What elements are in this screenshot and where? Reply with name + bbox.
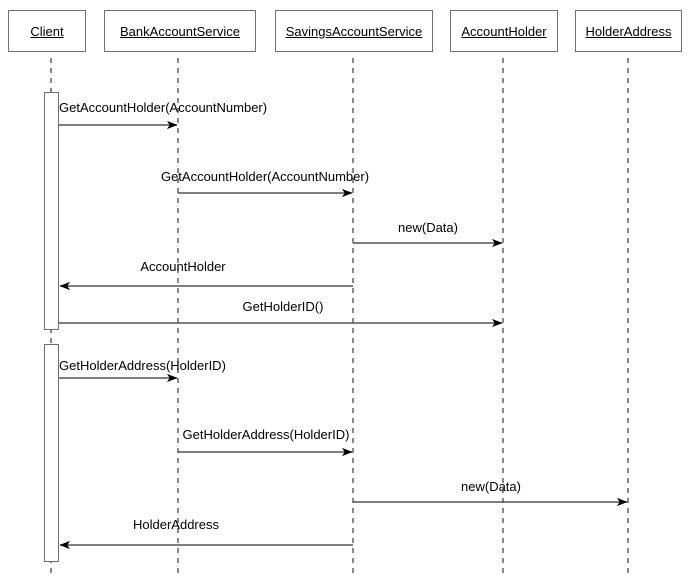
participant-box-client[interactable]: Client xyxy=(8,10,86,52)
participant-box-accountholder[interactable]: AccountHolder xyxy=(450,10,558,52)
message-arrows-group xyxy=(59,120,628,550)
participant-box-holderaddress[interactable]: HolderAddress xyxy=(575,10,682,52)
message-label-4: AccountHolder xyxy=(140,259,226,274)
message-label-9: HolderAddress xyxy=(133,517,219,532)
lifelines-group xyxy=(50,58,629,575)
activation-bar-client-2[interactable] xyxy=(44,344,59,562)
participant-box-savingsaccountservice[interactable]: SavingsAccountService xyxy=(275,10,433,52)
message-label-8: new(Data) xyxy=(461,479,521,494)
message-label-5: GetHolderID() xyxy=(242,299,324,314)
participant-label: AccountHolder xyxy=(461,23,547,39)
activation-bar-client-1[interactable] xyxy=(44,92,59,330)
message-label-6: GetHolderAddress(HolderID) xyxy=(59,358,226,373)
participant-label: SavingsAccountService xyxy=(285,23,423,39)
message-label-1: GetAccountHolder(AccountNumber) xyxy=(59,100,268,115)
message-label-7: GetHolderAddress(HolderID) xyxy=(182,427,350,442)
participant-label: BankAccountService xyxy=(120,23,240,39)
participant-label: Client xyxy=(30,23,64,39)
message-label-2: GetAccountHolder(AccountNumber) xyxy=(160,169,370,184)
participant-label: HolderAddress xyxy=(585,23,672,39)
participant-box-bankaccountservice[interactable]: BankAccountService xyxy=(104,10,256,52)
message-label-3: new(Data) xyxy=(398,220,458,235)
